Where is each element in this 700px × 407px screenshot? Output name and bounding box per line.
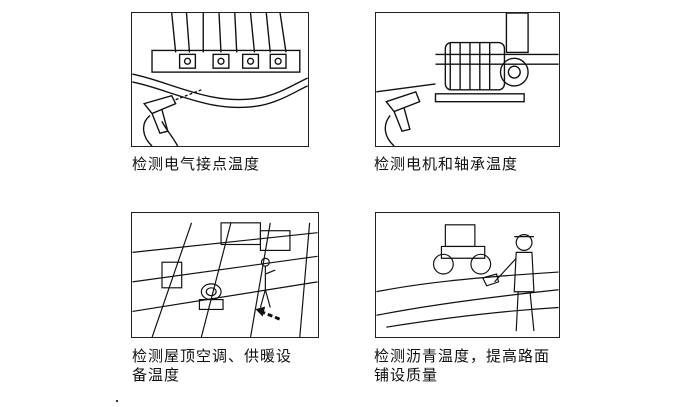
illustration-motor-bearing	[375, 12, 560, 147]
caption-line: 检测电气接点温度	[132, 155, 261, 173]
illustration-asphalt-paving	[375, 212, 560, 338]
roof-hvac-drawing	[132, 222, 318, 337]
asphalt-paving-drawing	[376, 224, 559, 332]
caption-line: 检测沥青温度，提高路面	[374, 347, 551, 365]
caption-line: 检测电机和轴承温度	[374, 155, 519, 173]
illustration-electrical-contacts	[131, 12, 309, 147]
caption-line: 备温度	[132, 366, 181, 384]
motor-bearing-drawing	[376, 13, 559, 146]
illustration-roof-hvac	[131, 212, 319, 338]
stray-dot	[116, 400, 118, 402]
caption-line: 检测屋顶空调、供暖设	[132, 347, 293, 365]
electrical-contacts-drawing	[132, 13, 308, 146]
caption-line: 铺设质量	[374, 366, 439, 384]
